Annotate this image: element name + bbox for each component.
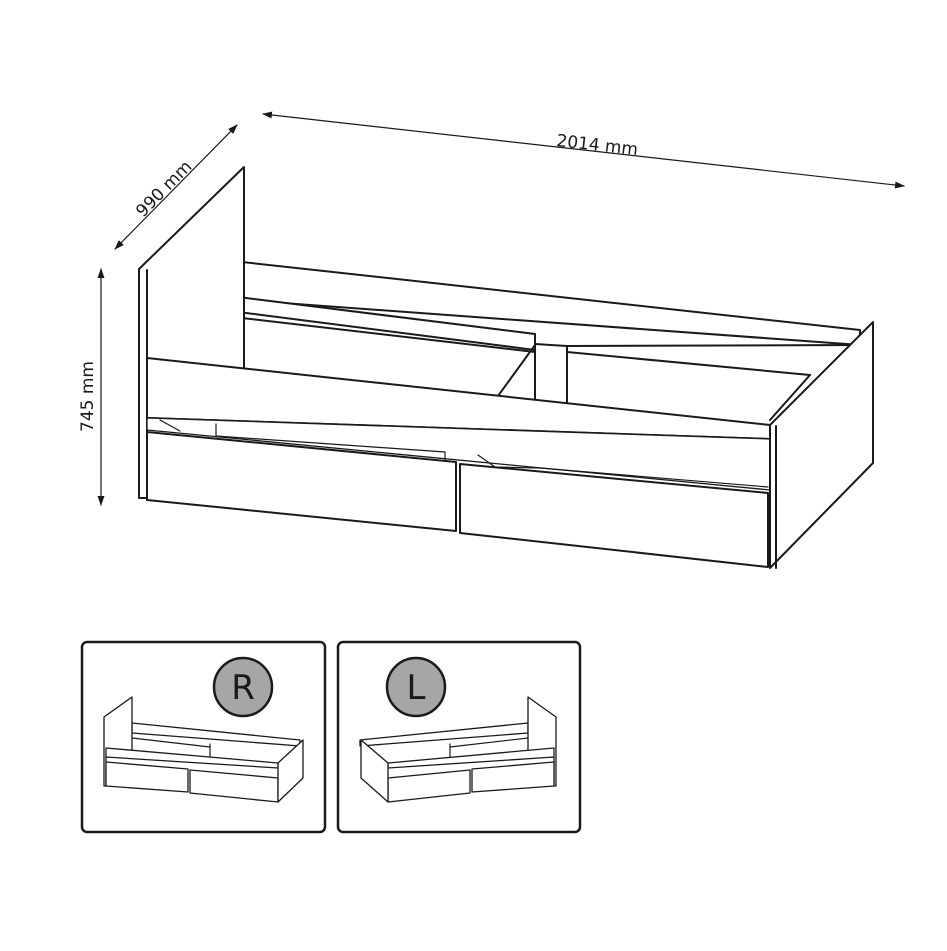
- dimension-length: 2014 mm: [262, 111, 905, 189]
- mini-bed-right: [103, 696, 304, 803]
- left-drawer: [146, 431, 457, 532]
- dimension-height: 745 mm: [78, 268, 105, 506]
- variant-badge-right: [212, 656, 274, 718]
- footboard: [769, 321, 874, 569]
- length-label: 2014 mm: [555, 131, 639, 160]
- depth-label: 990 mm: [132, 157, 196, 222]
- centre-divider-post: [534, 343, 568, 406]
- height-label: 745 mm: [78, 361, 98, 432]
- back-rail: [241, 261, 861, 346]
- variant-panel-left: L: [336, 640, 582, 834]
- right-drawer: [459, 463, 769, 568]
- bed-main-drawing: [138, 166, 874, 569]
- variant-badge-left: [385, 656, 447, 718]
- variant-letter-right: R: [231, 668, 255, 708]
- length-arrow: [262, 111, 905, 189]
- mini-bed-left: [359, 696, 557, 803]
- variant-panel-right: R: [80, 640, 327, 834]
- variant-letter-left: L: [407, 668, 426, 708]
- depth-arrow: [114, 124, 238, 250]
